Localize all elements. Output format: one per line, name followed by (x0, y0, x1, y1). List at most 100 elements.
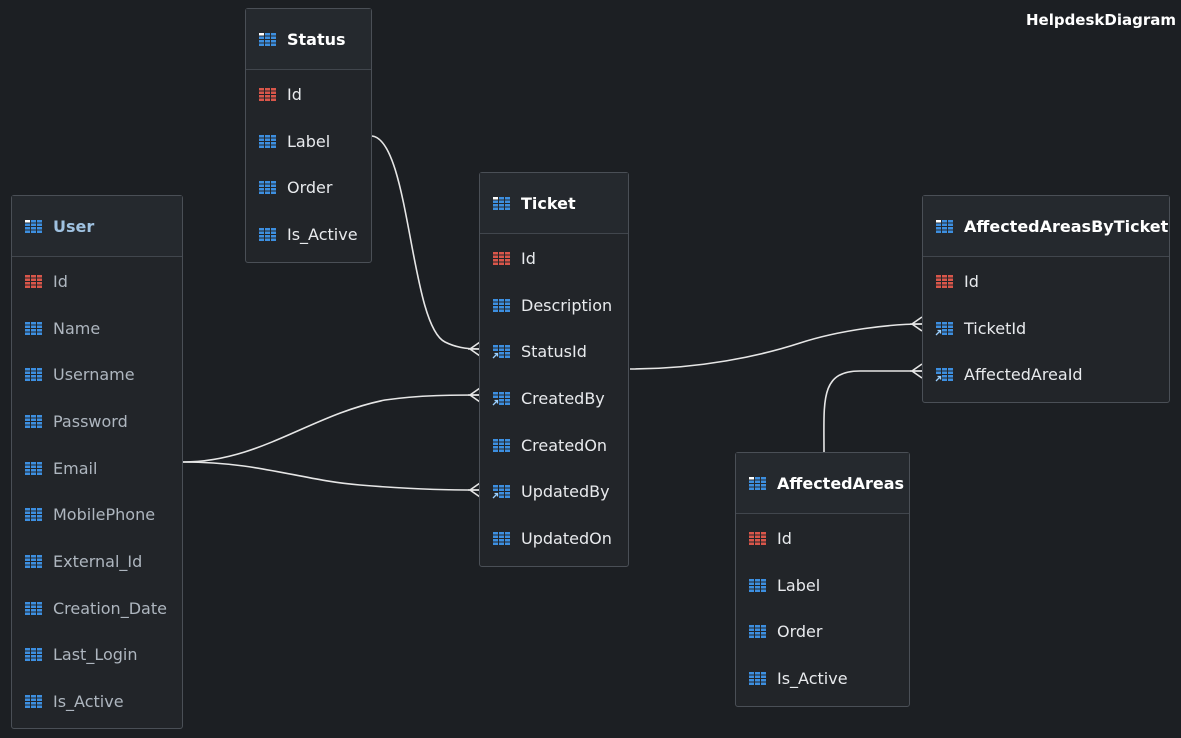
column-icon (749, 578, 766, 592)
column-icon (25, 414, 42, 428)
column-row[interactable]: Id (246, 71, 371, 118)
column-name: Last_Login (53, 645, 138, 665)
foreign-key-icon (935, 321, 953, 335)
column-row[interactable]: Id (12, 258, 182, 305)
table-header: AffectedAreas (736, 453, 909, 514)
table-header: Ticket (480, 173, 628, 234)
table-status[interactable]: Status Id Label Order Is_Active (245, 8, 372, 263)
table-icon (259, 32, 276, 46)
table-name: Ticket (521, 193, 576, 213)
column-name: Label (777, 575, 821, 595)
column-name: Password (53, 411, 128, 431)
column-row[interactable]: Label (736, 562, 909, 609)
column-row[interactable]: Password (12, 398, 182, 445)
column-name: TicketId (964, 318, 1027, 338)
table-icon (493, 196, 510, 210)
column-icon (259, 181, 276, 195)
column-icon (493, 531, 510, 545)
column-icon (25, 554, 42, 568)
table-icon (25, 219, 42, 233)
column-row[interactable]: Name (12, 305, 182, 352)
column-name: AffectedAreaId (964, 365, 1083, 385)
column-row[interactable]: Is_Active (736, 655, 909, 702)
column-icon (493, 438, 510, 452)
column-name: UpdatedBy (521, 482, 610, 502)
column-icon (749, 671, 766, 685)
column-icon (25, 601, 42, 615)
column-icon (25, 461, 42, 475)
column-row[interactable]: Email (12, 445, 182, 492)
column-name: Is_Active (777, 668, 848, 688)
table-header: Status (246, 9, 371, 70)
connector-areas-affectedareaid (823, 370, 922, 453)
column-row[interactable]: CreatedOn (480, 422, 628, 469)
column-row[interactable]: External_Id (12, 538, 182, 585)
column-name: Name (53, 318, 101, 338)
column-row[interactable]: Description (480, 282, 628, 329)
table-affected-areas-by-ticket[interactable]: AffectedAreasByTicket Id TicketId Affect… (922, 195, 1170, 403)
foreign-key-icon (935, 368, 953, 382)
column-row[interactable]: TicketId (923, 305, 1169, 352)
column-row[interactable]: Order (736, 608, 909, 655)
column-icon (493, 298, 510, 312)
primary-key-icon (25, 274, 42, 288)
column-row[interactable]: Id (736, 515, 909, 562)
table-header: User (12, 196, 182, 257)
table-name: AffectedAreas (777, 473, 905, 493)
table-name: User (53, 216, 95, 236)
column-row[interactable]: MobilePhone (12, 491, 182, 538)
column-name: Id (521, 248, 536, 268)
crowfoot-aabt-affectedareaid (910, 363, 923, 379)
column-row[interactable]: Username (12, 351, 182, 398)
column-name: Label (287, 131, 331, 151)
column-name: Id (53, 271, 68, 291)
column-icon (25, 321, 42, 335)
column-icon (25, 508, 42, 522)
table-affected-areas[interactable]: AffectedAreas Id Label Order Is_Active (735, 452, 910, 707)
column-icon (259, 227, 276, 241)
column-name: Order (777, 622, 823, 642)
column-name: External_Id (53, 551, 143, 571)
column-row[interactable]: Id (923, 258, 1169, 305)
primary-key-icon (493, 251, 510, 265)
connector-user-updatedby (182, 461, 481, 491)
column-name: Creation_Date (53, 598, 167, 618)
table-name: AffectedAreasByTicket (964, 216, 1169, 236)
primary-key-icon (749, 531, 766, 545)
column-row[interactable]: CreatedBy (480, 375, 628, 422)
table-icon (749, 476, 766, 490)
column-name: MobilePhone (53, 505, 156, 525)
primary-key-icon (936, 274, 953, 288)
column-name: CreatedBy (521, 388, 605, 408)
column-name: Is_Active (287, 224, 358, 244)
foreign-key-icon (492, 345, 510, 359)
primary-key-icon (259, 87, 276, 101)
column-row[interactable]: Label (246, 118, 371, 165)
column-row[interactable]: Creation_Date (12, 585, 182, 632)
column-name: CreatedOn (521, 435, 608, 455)
connector-status-ticket (371, 135, 481, 350)
diagram-title: HelpdeskDiagram (1025, 11, 1176, 29)
table-user[interactable]: User Id Name Username Password Email Mob… (11, 195, 183, 729)
table-ticket[interactable]: Ticket Id Description StatusId CreatedBy… (479, 172, 629, 567)
column-row[interactable]: Is_Active (246, 211, 371, 258)
column-name: Order (287, 178, 333, 198)
column-row[interactable]: StatusId (480, 328, 628, 375)
table-name: Status (287, 29, 346, 49)
column-icon (25, 695, 42, 709)
column-row[interactable]: Is_Active (12, 678, 182, 725)
column-icon (25, 368, 42, 382)
column-name: Id (777, 528, 792, 548)
column-icon (259, 134, 276, 148)
column-row[interactable]: Last_Login (12, 632, 182, 679)
table-icon (936, 219, 953, 233)
column-name: Is_Active (53, 692, 124, 712)
column-row[interactable]: AffectedAreaId (923, 351, 1169, 398)
column-row[interactable]: UpdatedOn (480, 515, 628, 562)
column-icon (25, 648, 42, 662)
foreign-key-icon (492, 485, 510, 499)
column-name: StatusId (521, 342, 587, 362)
column-row[interactable]: UpdatedBy (480, 468, 628, 515)
column-row[interactable]: Id (480, 235, 628, 282)
column-row[interactable]: Order (246, 164, 371, 211)
